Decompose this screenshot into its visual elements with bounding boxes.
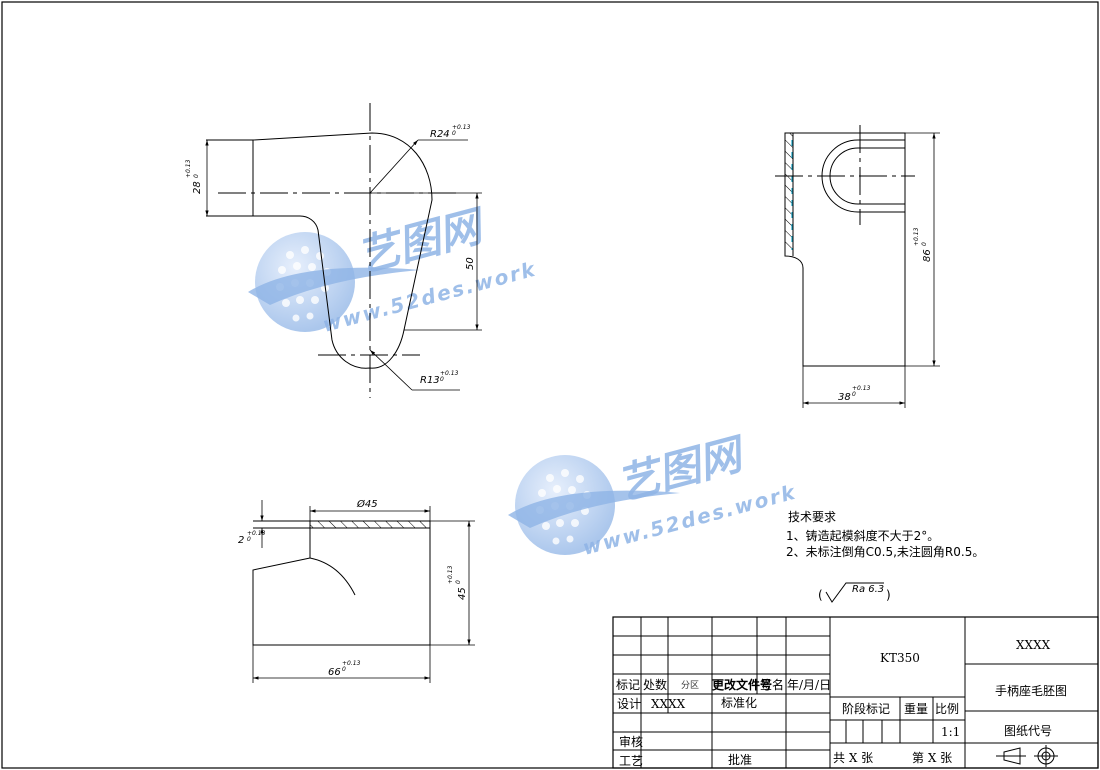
dim-28-tol0: 0 — [193, 174, 200, 178]
tb-biaozhunhua: 标准化 — [721, 696, 757, 710]
svg-text:(: ( — [818, 588, 823, 602]
side-view: 86 +0.13 0 38 +0.13 0 — [775, 125, 940, 408]
top-outline — [252, 521, 431, 646]
tb-sheet-no: 第 X 张 — [912, 751, 952, 765]
dim-38: 38 — [838, 392, 851, 403]
svg-text:): ) — [886, 588, 891, 602]
tb-designer: XXXX — [651, 697, 686, 711]
dim-66-tol: +0.13 — [342, 660, 361, 667]
tb-biaoji: 标记 — [616, 678, 640, 692]
tb-zhongliang: 重量 — [904, 702, 928, 716]
tb-total-sheets: 共 X 张 — [833, 751, 873, 765]
watermark-1: 艺图网 www.52des.work — [248, 200, 539, 337]
roughness-symbol: ( Ra 6.3 ) — [818, 582, 891, 603]
tb-gongyi: 工艺 — [619, 754, 643, 768]
dim-28: 28 — [192, 181, 203, 194]
dim-r13-tol: +0.13 — [440, 370, 459, 377]
top-view: Ø45 2 +0.13 0 45 +0.13 0 66 +0.13 0 — [238, 498, 475, 683]
front-outline — [252, 132, 433, 369]
tb-scale: 1:1 — [941, 725, 960, 739]
dim-r24: R24 — [430, 129, 450, 140]
dim-2: 2 — [238, 535, 244, 546]
side-outline — [784, 132, 906, 367]
dim-r24-tol0: 0 — [452, 130, 456, 137]
tb-drawing-code: 图纸代号 — [1004, 724, 1052, 738]
tb-material: KT350 — [880, 651, 920, 665]
dim-28-tol: +0.13 — [185, 159, 192, 178]
dim-2-tol: +0.13 — [247, 530, 266, 537]
dim-45-tol: +0.13 — [447, 565, 454, 584]
dim-86: 86 — [922, 249, 933, 262]
tb-sheji: 设计 — [617, 697, 641, 711]
title-block: 标记 处数 分区 更改文件号 签名 年/月/日 设计 XXXX 标准化 审核 工… — [612, 616, 1099, 769]
dim-2-tol0: 0 — [247, 536, 251, 543]
notes-title: 技术要求 — [788, 510, 836, 524]
dim-r24-tol: +0.13 — [452, 124, 471, 131]
notes-line-1: 1、铸造起模斜度不大于2°。 — [786, 528, 939, 543]
tb-part-name: 手柄座毛胚图 — [995, 683, 1067, 698]
dim-45: 45 — [457, 587, 468, 600]
tb-pizhun: 批准 — [728, 752, 752, 767]
dim-50: 50 — [465, 257, 476, 270]
dim-38-tol: +0.13 — [852, 385, 871, 392]
tb-shenhe: 审核 — [619, 734, 643, 749]
dim-d45: Ø45 — [356, 498, 378, 510]
front-view: 28 +0.13 0 R24 +0.13 0 50 R13 +0.13 0 — [185, 103, 482, 398]
tb-fenqu: 分区 — [681, 680, 699, 691]
tb-chushu: 处数 — [643, 677, 667, 692]
dim-38-tol0: 0 — [852, 391, 856, 398]
tb-jieduan: 阶段标记 — [842, 701, 890, 716]
technical-notes: 技术要求 1、铸造起模斜度不大于2°。 2、未标注倒角C0.5,未注圆角R0.5… — [786, 510, 984, 559]
tb-date: 年/月/日 — [787, 678, 831, 692]
tb-gengai: 更改文件号 — [712, 677, 772, 692]
dim-86-tol0: 0 — [921, 242, 928, 246]
tb-qianming: 签名 — [760, 677, 784, 692]
notes-line-2: 2、未标注倒角C0.5,未注圆角R0.5。 — [786, 544, 984, 559]
tb-bili: 比例 — [935, 702, 959, 716]
tb-company: XXXX — [1016, 638, 1051, 652]
dim-45-tol0: 0 — [455, 580, 462, 584]
dim-r13-tol0: 0 — [440, 376, 444, 383]
roughness-label: Ra 6.3 — [852, 584, 884, 595]
dim-66: 66 — [328, 667, 341, 678]
projection-symbol-icon — [996, 745, 1058, 767]
dim-66-tol0: 0 — [342, 666, 346, 673]
dim-86-tol: +0.13 — [913, 227, 920, 246]
watermark-2: 艺图网 www.52des.work — [508, 428, 799, 560]
dim-r13: R13 — [420, 375, 440, 386]
